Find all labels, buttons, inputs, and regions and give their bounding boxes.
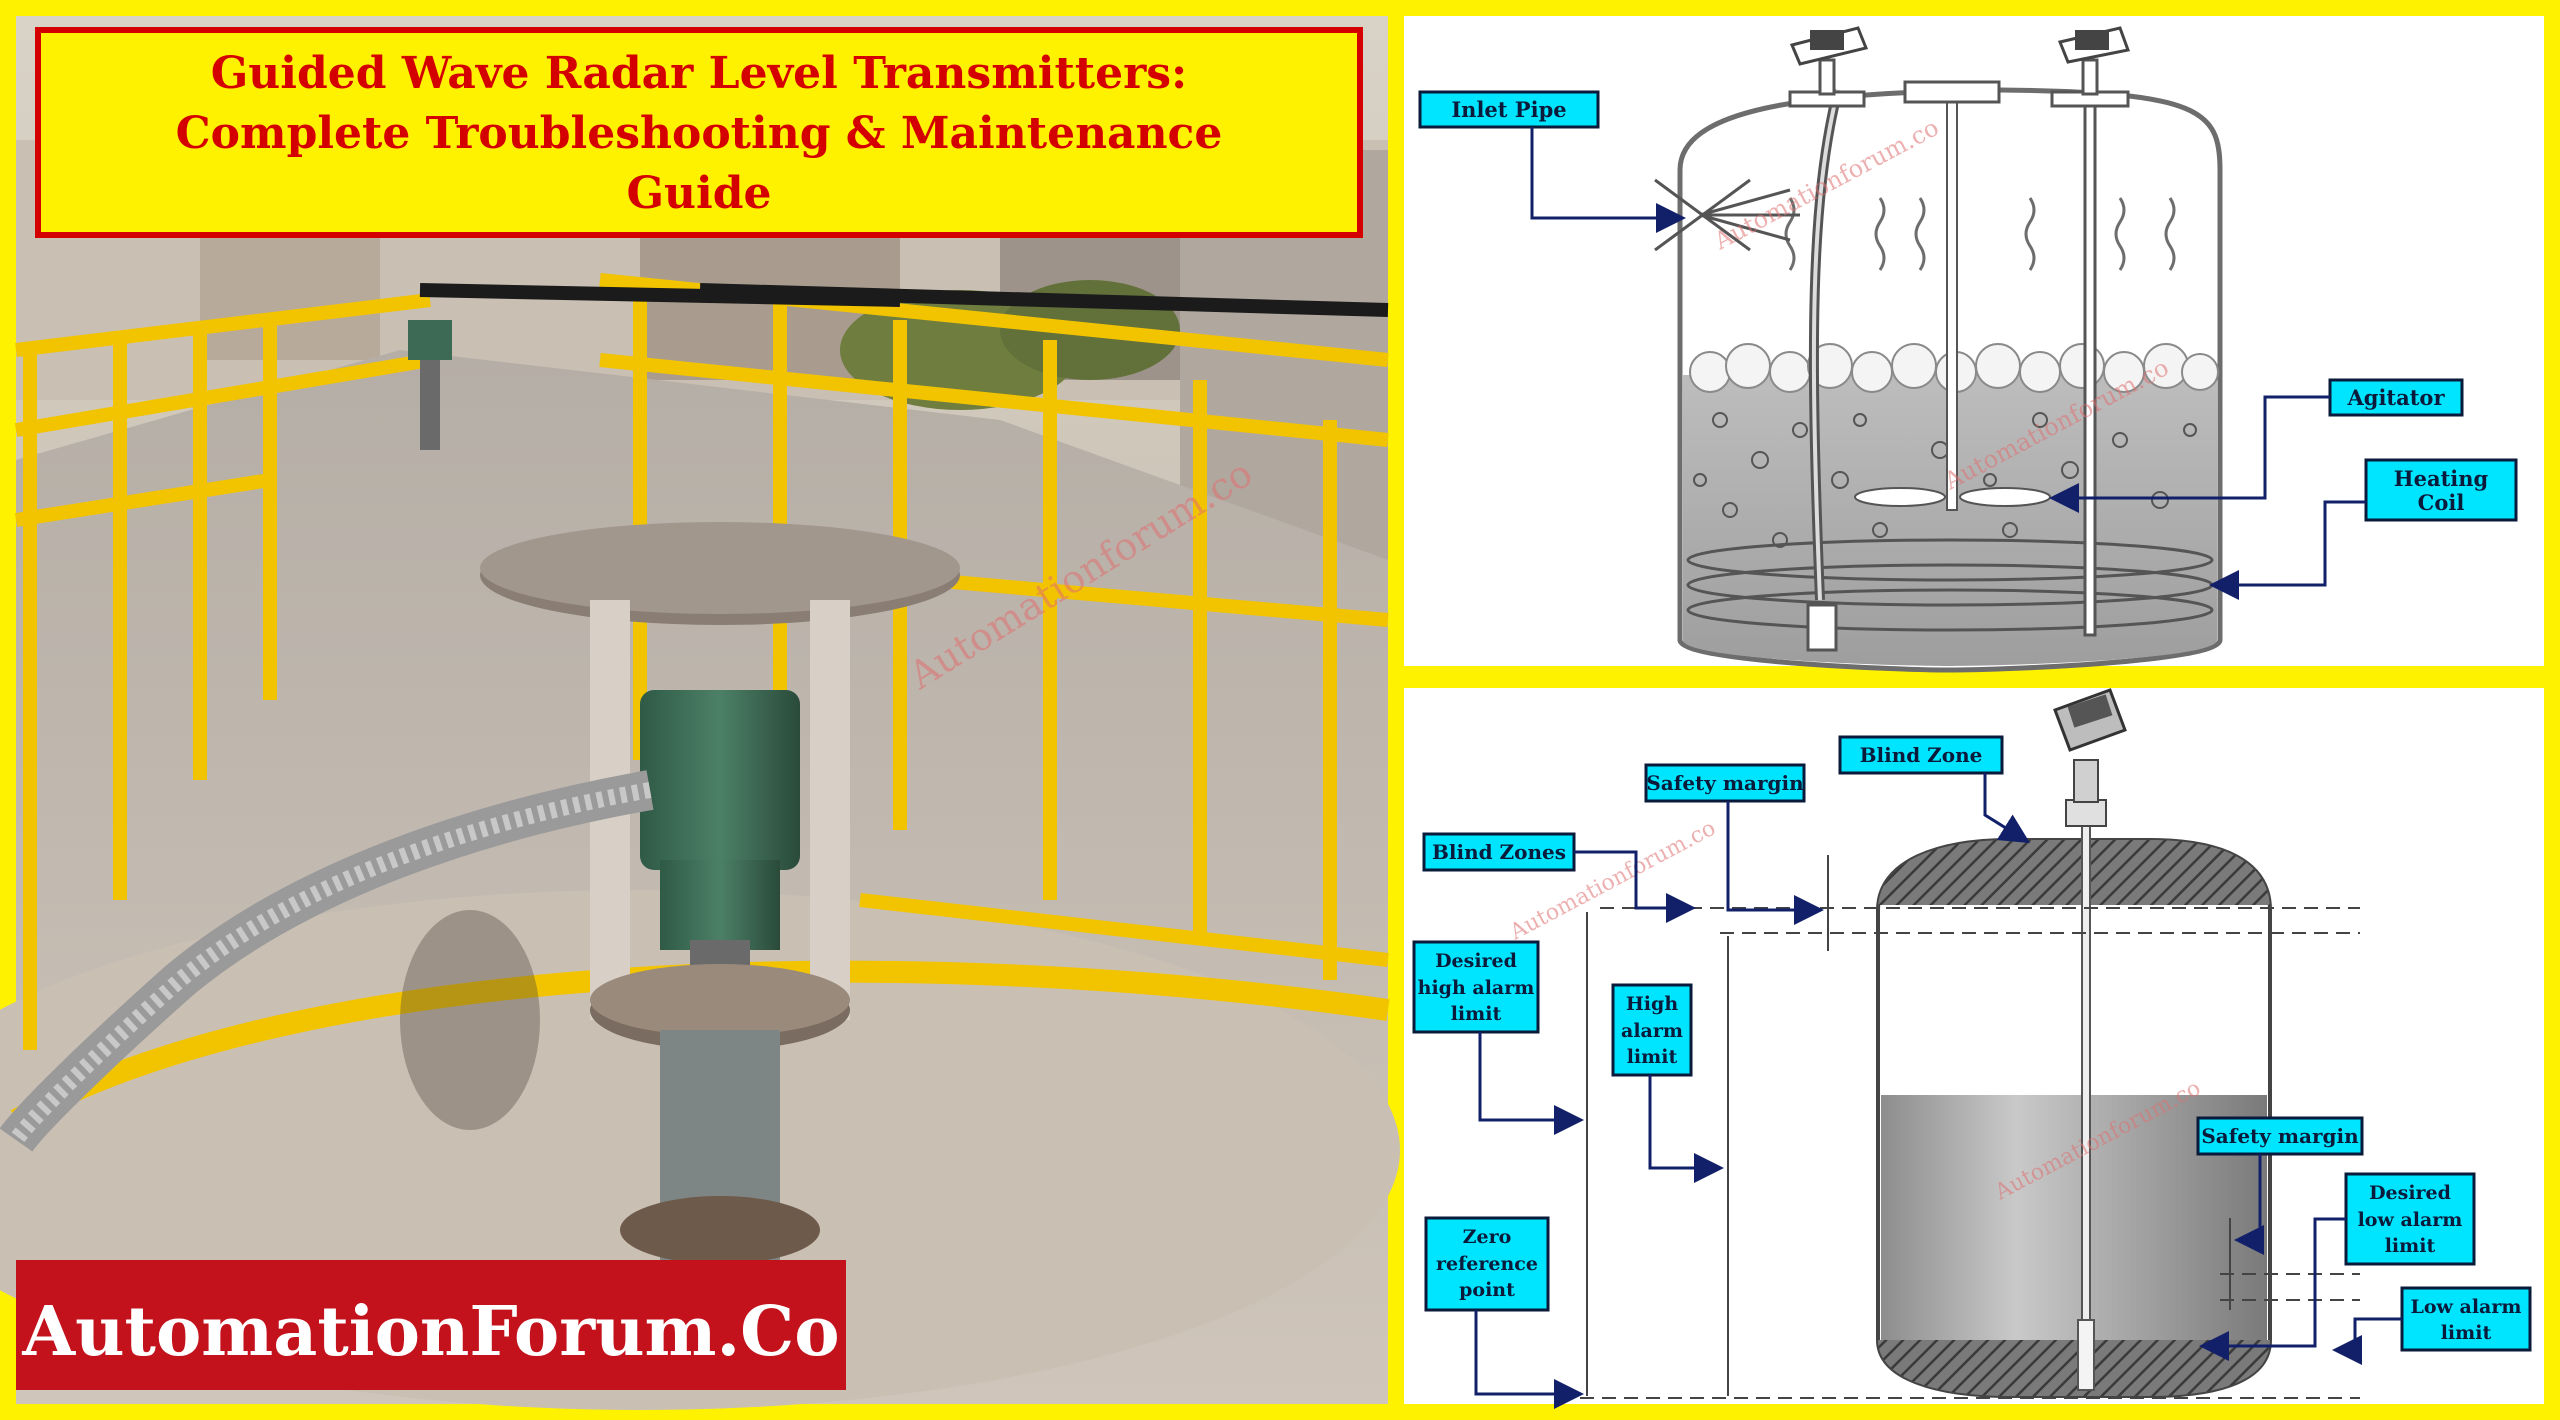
svg-text:Desired: Desired — [1435, 950, 1517, 972]
svg-text:High: High — [1626, 993, 1678, 1015]
label-safety-margin-bottom: Safety margin — [2196, 1116, 2364, 1156]
svg-text:Agitator: Agitator — [2346, 385, 2445, 410]
brand-logo: AutomationForum.Co — [16, 1260, 846, 1390]
gwr-rod-probe — [2083, 93, 2097, 637]
svg-text:point: point — [1459, 1279, 1515, 1301]
label-safety-margin-top: Safety margin — [1644, 763, 1806, 803]
svg-text:Inlet Pipe: Inlet Pipe — [1451, 97, 1566, 122]
svg-text:low alarm: low alarm — [2358, 1209, 2463, 1231]
agitator-shaft — [1946, 99, 1958, 511]
agitator-blade — [1959, 487, 2051, 507]
label-low-alarm: Low alarm limit — [2400, 1286, 2532, 1352]
agitator-blade — [1854, 487, 1946, 507]
transmitter-head-right — [2050, 26, 2131, 108]
bottom-diagram-panel: Automationforum.co Automationforum.co Bl… — [1404, 688, 2544, 1409]
top-diagram-panel: Automationforum.co Automationforum.co In… — [1404, 16, 2544, 673]
svg-text:limit: limit — [2385, 1235, 2436, 1257]
blind-zone-hatch-top — [1878, 840, 2270, 910]
svg-text:Blind Zone: Blind Zone — [1860, 743, 1983, 767]
svg-text:Desired: Desired — [2369, 1182, 2451, 1204]
label-blind-zones: Blind Zones — [1422, 832, 1576, 872]
transmitter-head — [2053, 688, 2127, 827]
vessel-liquid — [1881, 1095, 2267, 1355]
svg-text:Coil: Coil — [2418, 490, 2465, 515]
svg-text:Low alarm: Low alarm — [2411, 1296, 2522, 1318]
svg-text:reference: reference — [1436, 1253, 1538, 1275]
svg-text:Heating: Heating — [2394, 466, 2489, 491]
title-line-1: Guided Wave Radar Level Transmitters: — [211, 48, 1188, 99]
gwr-probe — [2081, 819, 2091, 1391]
svg-text:limit: limit — [1451, 1003, 1502, 1025]
svg-text:high alarm: high alarm — [1418, 977, 1535, 999]
title-box: Guided Wave Radar Level Transmitters: Co… — [35, 27, 1363, 238]
svg-text:Safety margin: Safety margin — [2201, 1124, 2359, 1148]
label-desired-high-alarm: Desired high alarm limit — [1412, 940, 1540, 1034]
title-line-2: Complete Troubleshooting & Maintenance — [176, 108, 1223, 159]
label-zero-reference: Zero reference point — [1424, 1216, 1550, 1312]
brand-text: AutomationForum.Co — [21, 1292, 839, 1372]
label-blind-zone: Blind Zone — [1838, 735, 2004, 775]
svg-text:Safety margin: Safety margin — [1646, 771, 1804, 795]
label-high-alarm: High alarm limit — [1611, 983, 1693, 1077]
svg-text:limit: limit — [1627, 1046, 1678, 1068]
label-inlet-pipe: Inlet Pipe — [1418, 90, 1600, 129]
vapour-lines — [1784, 197, 2176, 271]
level-dashed-lines — [1580, 907, 2360, 1399]
svg-text:alarm: alarm — [1621, 1020, 1683, 1042]
svg-text:limit: limit — [2441, 1322, 2492, 1344]
label-agitator: Agitator — [2328, 378, 2464, 417]
svg-text:Zero: Zero — [1463, 1226, 1512, 1248]
label-heating-coil: Heating Coil — [2364, 458, 2518, 522]
blind-zone-hatch-bottom — [1878, 1340, 2270, 1396]
inlet-spray — [1654, 178, 1800, 252]
svg-text:Blind Zones: Blind Zones — [1432, 840, 1566, 864]
label-desired-low-alarm: Desired low alarm limit — [2344, 1172, 2476, 1266]
title-line-3: Guide — [626, 168, 771, 219]
dimension-lines — [1586, 855, 2231, 1396]
transmitter-head-left — [1788, 26, 1869, 108]
